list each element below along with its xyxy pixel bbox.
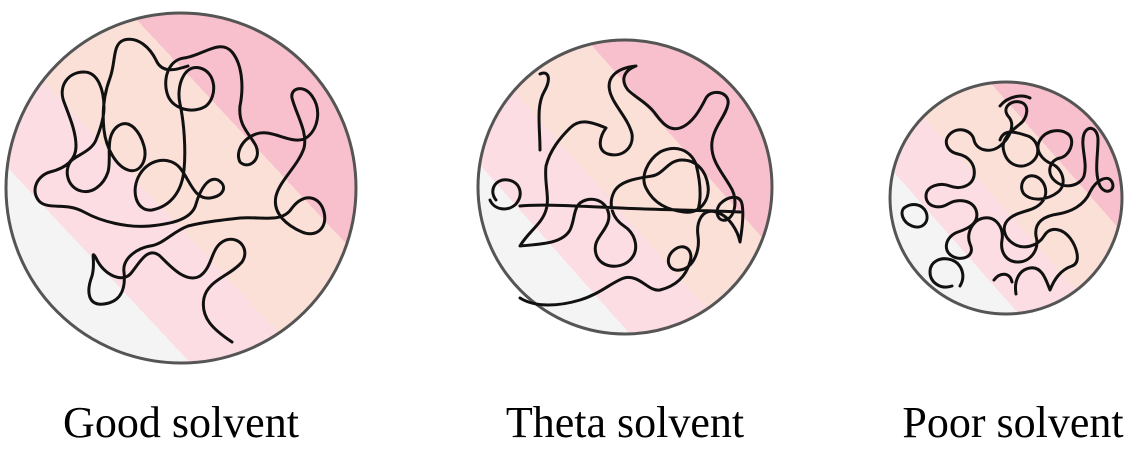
- good-solvent-panel: [6, 13, 356, 363]
- poor-solvent-label: Poor solvent: [902, 398, 1123, 447]
- theta-solvent-panel: [478, 40, 772, 334]
- good-solvent-label: Good solvent: [63, 398, 299, 447]
- theta-solvent-label: Theta solvent: [506, 398, 744, 447]
- poor-solvent-panel: [890, 82, 1122, 314]
